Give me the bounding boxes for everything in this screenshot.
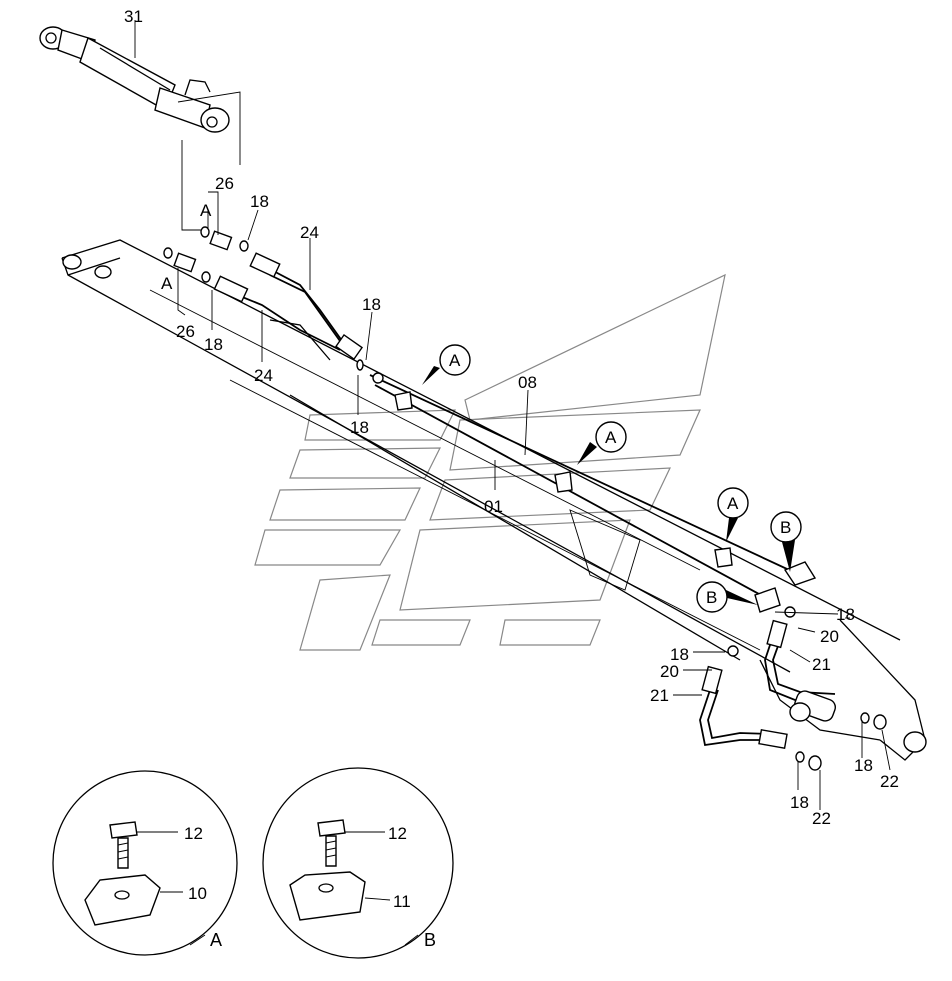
label-24-left: 24 <box>254 366 273 385</box>
label-18-hose: 18 <box>670 645 689 664</box>
marker-a-text-left: A <box>161 274 173 293</box>
marker-b-text-1: B <box>780 518 791 537</box>
marker-a-2 <box>577 421 627 465</box>
detail-b-caption: B <box>424 930 436 950</box>
detail-view-b <box>262 767 454 959</box>
marker-a-1 <box>422 344 471 385</box>
label-18-right-end: 18 <box>854 756 873 775</box>
leader-lines <box>134 20 891 810</box>
marker-b-2 <box>696 581 758 613</box>
label-18-left: 18 <box>204 335 223 354</box>
label-24-top: 24 <box>300 223 319 242</box>
label-18-bottom: 18 <box>790 793 809 812</box>
boom-cylinder <box>39 26 241 231</box>
label-21-right: 21 <box>812 655 831 674</box>
label-10-detail-a: 10 <box>188 884 207 903</box>
label-18-mid: 18 <box>362 295 381 314</box>
label-08: 08 <box>518 373 537 392</box>
label-22-right-end: 22 <box>880 772 899 791</box>
label-20-right: 20 <box>820 627 839 646</box>
label-21-left: 21 <box>650 686 669 705</box>
label-18-low: 18 <box>350 418 369 437</box>
hose-21-assembly <box>699 606 887 771</box>
label-11-detail-b: 11 <box>393 892 411 911</box>
label-12-detail-a: 12 <box>184 824 203 843</box>
hose-24-assembly <box>213 252 364 361</box>
marker-b-text-2: B <box>706 588 717 607</box>
label-01: 01 <box>484 497 503 516</box>
label-12-detail-b: 12 <box>388 824 407 843</box>
boom-body <box>61 239 927 761</box>
label-22-bottom: 22 <box>812 809 831 828</box>
marker-a-text-2: A <box>605 428 617 447</box>
watermark-logo <box>254 273 726 651</box>
label-26-top: 26 <box>215 174 234 193</box>
label-18-top: 18 <box>250 192 269 211</box>
marker-a-text-3: A <box>727 494 739 513</box>
label-20-left: 20 <box>660 662 679 681</box>
marker-b-1 <box>770 511 802 572</box>
detail-a-caption: A <box>210 930 222 950</box>
label-26-left: 26 <box>176 322 195 341</box>
label-31: 31 <box>124 7 143 26</box>
label-18-right-top: 18 <box>836 605 855 624</box>
marker-a-text-1: A <box>449 351 461 370</box>
detail-view-a <box>52 770 238 956</box>
fittings-left <box>163 226 364 371</box>
hydraulic-pipes <box>369 372 817 613</box>
marker-a-3 <box>717 487 749 542</box>
callout-labels: 31 26 A 18 24 A 18 26 18 24 08 18 01 A A… <box>124 7 899 950</box>
marker-a-text-top: A <box>200 201 212 220</box>
